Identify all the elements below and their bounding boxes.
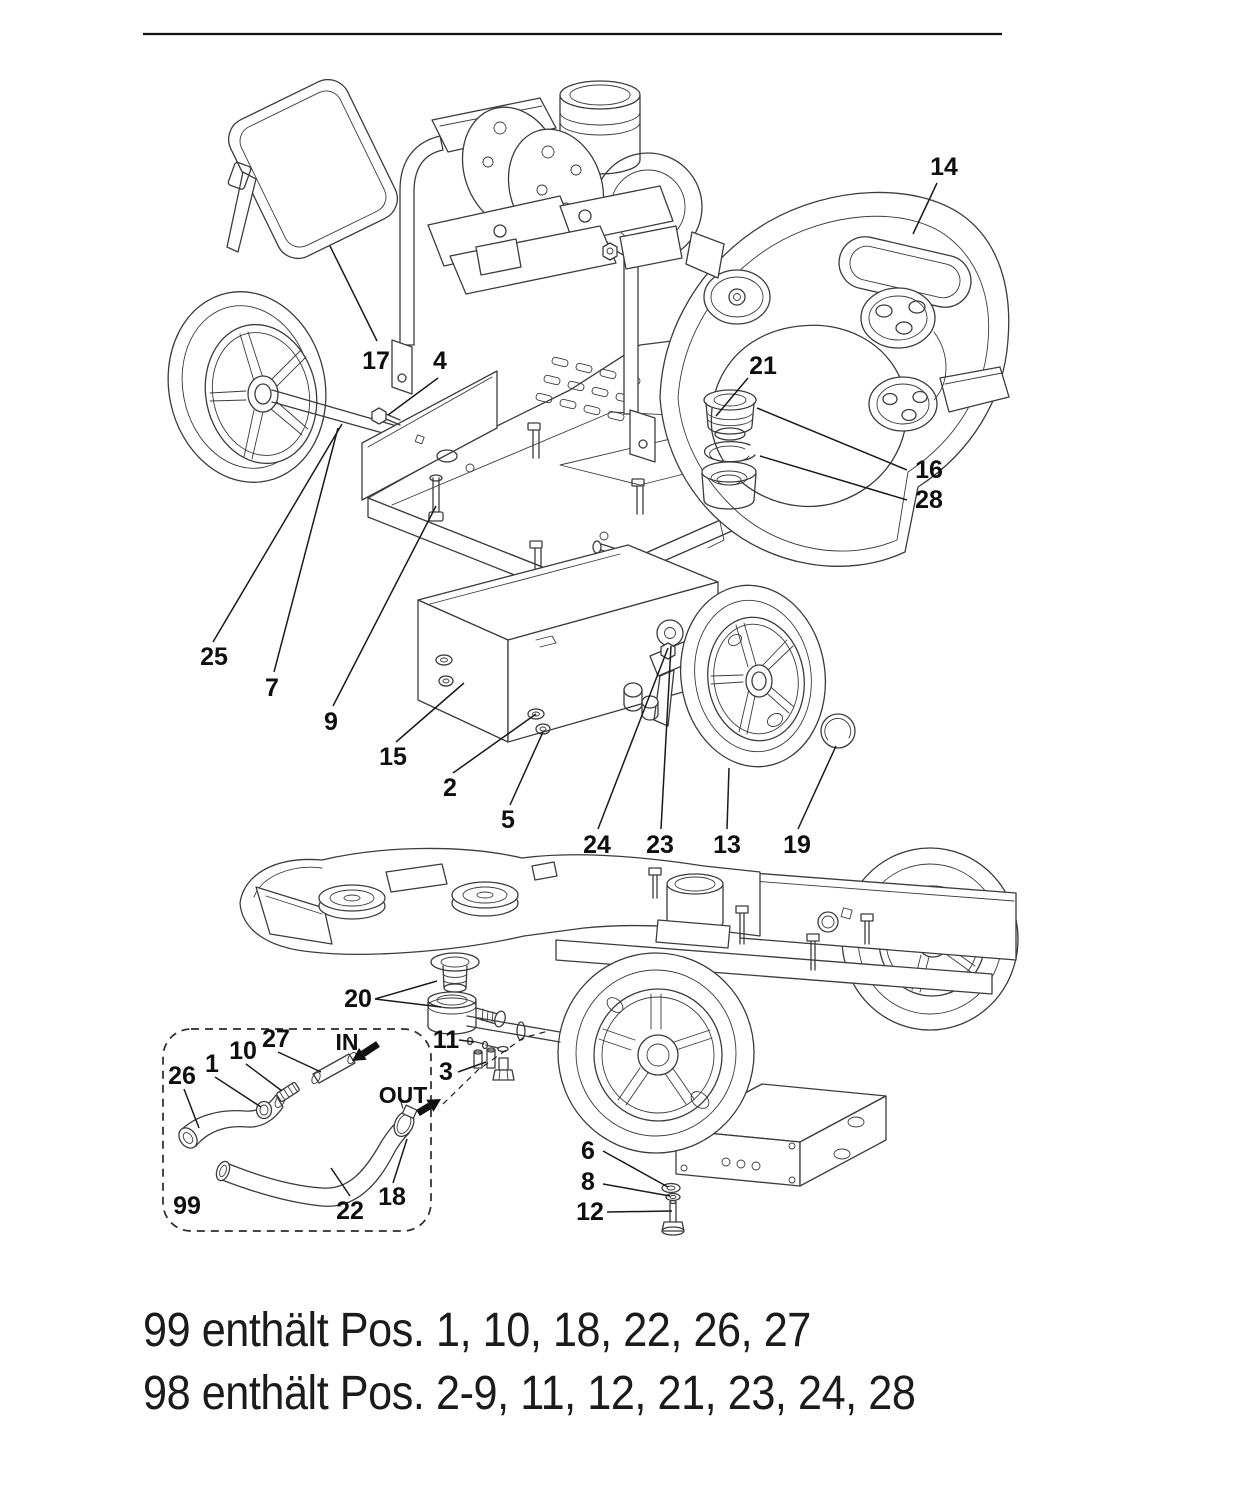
leader-line-11 (458, 1039, 475, 1043)
leader-line-28 (759, 455, 908, 501)
leader-line-3 (457, 1061, 487, 1073)
flow-label-out: OUT (379, 1082, 428, 1108)
leader-line-1 (214, 1076, 262, 1108)
part-label-17: 17 (362, 347, 390, 375)
leader-line-14 (912, 182, 938, 235)
part-label-24: 24 (583, 831, 611, 859)
battery-box (675, 1083, 887, 1187)
strainer-part-20 (427, 952, 506, 1035)
part-label-27: 27 (262, 1025, 290, 1053)
part-label-25: 25 (200, 643, 228, 671)
slot-grid (535, 356, 641, 422)
pad-part-17 (228, 78, 398, 260)
leader-line-6 (602, 1150, 669, 1188)
hose-kit-box-99 (162, 1028, 432, 1232)
part-label-1: 1 (205, 1050, 219, 1078)
leader-line-10 (245, 1063, 283, 1092)
part-label-9: 9 (324, 708, 338, 736)
leader-line-9 (332, 505, 437, 707)
mower-deck (239, 847, 761, 955)
leader-line-20 (374, 998, 442, 1008)
part-label-22: 22 (336, 1197, 364, 1225)
exploded-view-top (167, 78, 1010, 768)
pad-strap (226, 171, 257, 253)
hose-routing-dashed-line (442, 1030, 549, 1105)
flow-arrow-shaft-out (416, 1102, 432, 1116)
hub-cap-part-19 (820, 713, 856, 749)
leader-line-4 (387, 377, 439, 416)
part-label-15: 15 (379, 743, 407, 771)
leader-line-17 (329, 245, 378, 342)
hose-part-26 (179, 1094, 284, 1147)
part-label-5: 5 (501, 806, 515, 834)
bolts-part-3 (473, 1047, 515, 1081)
wheel-front-mid (557, 952, 755, 1154)
part-label-7: 7 (265, 674, 279, 702)
nut-part-1 (255, 1100, 273, 1120)
leader-line-5 (509, 731, 544, 806)
leader-line-7 (273, 427, 339, 673)
wheel-front-right (679, 584, 827, 768)
part-label-2: 2 (443, 774, 457, 802)
leader-line-15 (395, 682, 465, 743)
part-label-6: 6 (581, 1137, 595, 1165)
part-label-11: 11 (433, 1026, 460, 1054)
part-label-10: 10 (229, 1037, 257, 1065)
flow-arrow-head-out (426, 1099, 441, 1112)
mid-bolts (648, 867, 874, 971)
assembled-view-middle (239, 847, 1019, 1236)
part-label-19: 19 (783, 831, 811, 859)
part-label-21: 21 (749, 352, 777, 380)
part-label-18: 18 (378, 1183, 406, 1211)
clamp-part-18 (393, 1099, 418, 1138)
motor-mount-cylinder (655, 873, 731, 949)
part-label-3: 3 (439, 1058, 453, 1086)
part-label-20: 20 (344, 985, 372, 1013)
flow-label-in: IN (336, 1029, 359, 1055)
part-label-23: 23 (646, 831, 674, 859)
leader-line-12 (606, 1210, 673, 1213)
leader-line-24 (597, 647, 669, 830)
kit-99-contents-text: 99 enthält Pos. 1, 10, 18, 22, 26, 27 (143, 1304, 811, 1357)
flow-arrow-head-in (352, 1048, 367, 1061)
tube-part-27 (312, 1053, 356, 1084)
leader-line-2 (452, 713, 537, 774)
leader-line-27 (277, 1051, 322, 1073)
leader-line-13 (726, 767, 730, 830)
axle-mid (466, 1015, 561, 1043)
leader-line-25 (212, 423, 343, 643)
part-label-12: 12 (576, 1198, 604, 1226)
part-label-4: 4 (433, 347, 447, 375)
leader-line-8 (602, 1183, 671, 1197)
flow-arrow-shaft-in (360, 1041, 380, 1057)
part-label-28: 28 (915, 486, 943, 514)
leader-line-22 (330, 1167, 351, 1197)
part-label-16: 16 (915, 456, 943, 484)
part-label-14: 14 (930, 153, 958, 181)
wheel-front-left (167, 291, 327, 483)
leader-line-18 (392, 1138, 408, 1184)
fitting-part-10 (276, 1081, 300, 1103)
motor-assembly (427, 80, 725, 295)
washers-and-bolt (661, 1182, 685, 1236)
parts-diagram: 1741421162825791525242313192011326110271… (143, 32, 1019, 1236)
kit-98-contents-text: 98 enthält Pos. 2-9, 11, 12, 21, 23, 24,… (143, 1367, 916, 1420)
part-label-8: 8 (581, 1168, 595, 1196)
leader-line-26 (183, 1088, 200, 1129)
part-label-26: 26 (168, 1062, 196, 1090)
handle-left-leg (391, 135, 444, 395)
leader-line-16 (756, 407, 908, 471)
leader-line-23 (660, 645, 672, 830)
part-label-99: 99 (173, 1192, 201, 1220)
leader-line-19 (797, 745, 837, 830)
part-label-13: 13 (713, 831, 741, 859)
spokes (209, 331, 309, 460)
leader-line-21 (715, 377, 749, 417)
leader-line-20 (374, 980, 438, 1000)
ring-pot-part-28 (701, 440, 757, 510)
